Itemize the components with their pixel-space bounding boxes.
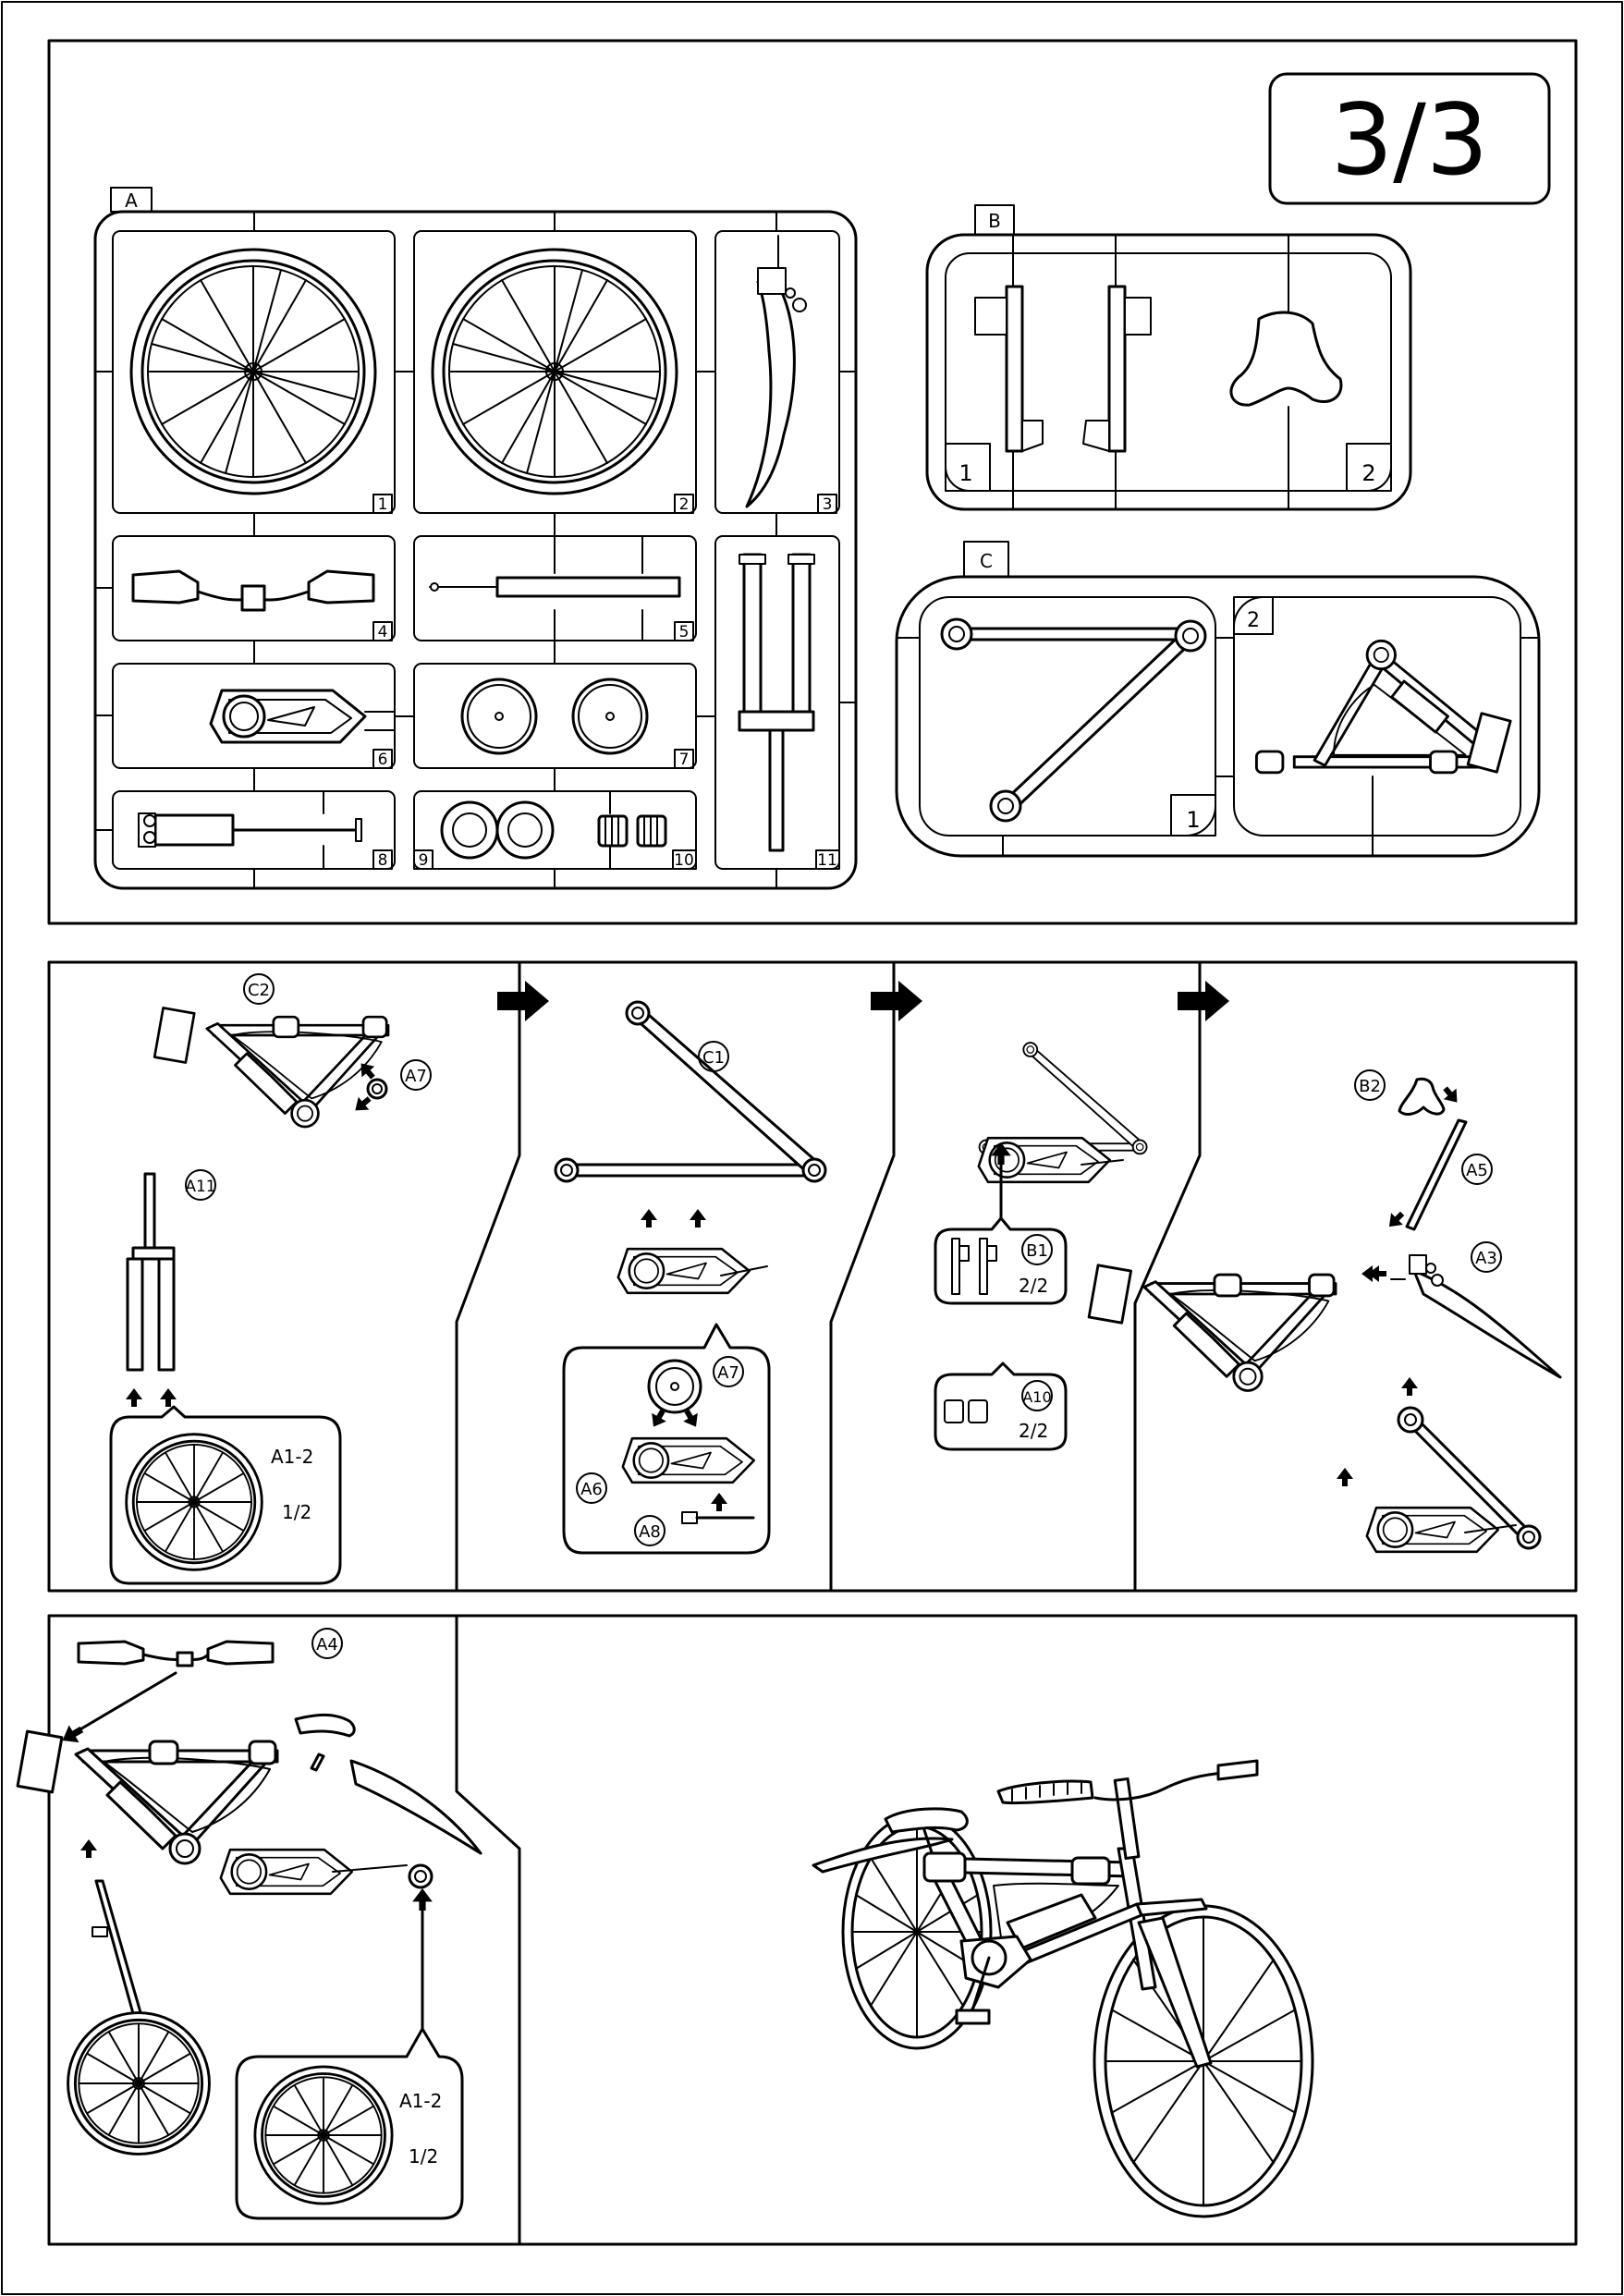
wheel-ref-step1: A1-2 <box>271 1446 313 1468</box>
part-number: 3 <box>823 495 833 514</box>
part-number: 1 <box>1186 807 1200 833</box>
part-number: 1 <box>378 495 388 514</box>
step-2: C1 A7 A6 A8 <box>554 1000 827 1555</box>
callout-a7: A7 <box>405 1067 427 1086</box>
step-3: B1 2/2 A10 2/2 <box>934 1042 1148 1451</box>
sprue-a-part-numbers: 1 2 3 4 5 6 7 8 9 10 11 <box>372 494 840 870</box>
sprue-c: C <box>895 541 1541 858</box>
callout-c2: C2 <box>248 981 270 1000</box>
part-number: 5 <box>679 623 690 641</box>
part-number: 7 <box>679 751 690 769</box>
callout-a5: A5 <box>1466 1161 1488 1180</box>
final-panel: A4 A1-2 1/2 <box>16 1614 1578 2246</box>
step-5: A4 A1-2 1/2 <box>16 1628 482 2220</box>
finished-bicycle <box>812 1759 1314 2218</box>
steps-panel: C2 A7 A11 A1-2 1/2 C1 <box>47 960 1578 1593</box>
part-number: 2 <box>1361 460 1375 486</box>
callout-a3: A3 <box>1475 1249 1497 1268</box>
page-number: 3/3 <box>1331 83 1489 197</box>
page-number-box: 3/3 <box>1268 72 1551 205</box>
sprue-a: A <box>93 187 858 890</box>
parts-panel: 3/3 A <box>47 39 1578 925</box>
b1-qty: 2/2 <box>1019 1275 1048 1297</box>
callout-a11: A11 <box>185 1178 215 1196</box>
part-number: 6 <box>378 751 388 769</box>
part-number: 2 <box>679 495 690 514</box>
step-4: B2 A5 A3 <box>1087 1069 1562 1554</box>
callout-c1: C1 <box>702 1048 725 1068</box>
sprue-a-label: A <box>125 189 138 212</box>
part-number: 11 <box>817 851 837 870</box>
callout-b2: B2 <box>1359 1077 1381 1096</box>
arrow-right-icon <box>1178 981 1229 1021</box>
part-number: 8 <box>378 851 388 870</box>
step-1: C2 A7 A11 A1-2 1/2 <box>109 973 432 1585</box>
callout-a7: A7 <box>717 1363 739 1383</box>
sprue-b-label: B <box>988 210 1001 232</box>
callout-a10: A10 <box>1022 1388 1051 1406</box>
wheel-ref-step5: A1-2 <box>399 2090 442 2112</box>
wheel-qty-step1: 1/2 <box>282 1501 311 1523</box>
part-number: 1 <box>959 460 972 486</box>
part-number: 9 <box>419 851 429 870</box>
part-number: 10 <box>674 851 694 870</box>
callout-a4: A4 <box>316 1635 338 1655</box>
callout-b1: B1 <box>1026 1241 1048 1261</box>
part-number: 2 <box>1247 609 1260 632</box>
callout-a6: A6 <box>580 1480 603 1499</box>
sprue-b: B 1 2 <box>925 204 1412 511</box>
a10-qty: 2/2 <box>1019 1420 1048 1442</box>
callout-a8: A8 <box>639 1522 661 1542</box>
part-number: 4 <box>378 623 388 641</box>
wheel-qty-step5: 1/2 <box>409 2145 438 2168</box>
sprue-c-label: C <box>980 550 993 572</box>
arrow-right-icon <box>871 981 922 1021</box>
arrow-right-icon <box>497 981 549 1021</box>
